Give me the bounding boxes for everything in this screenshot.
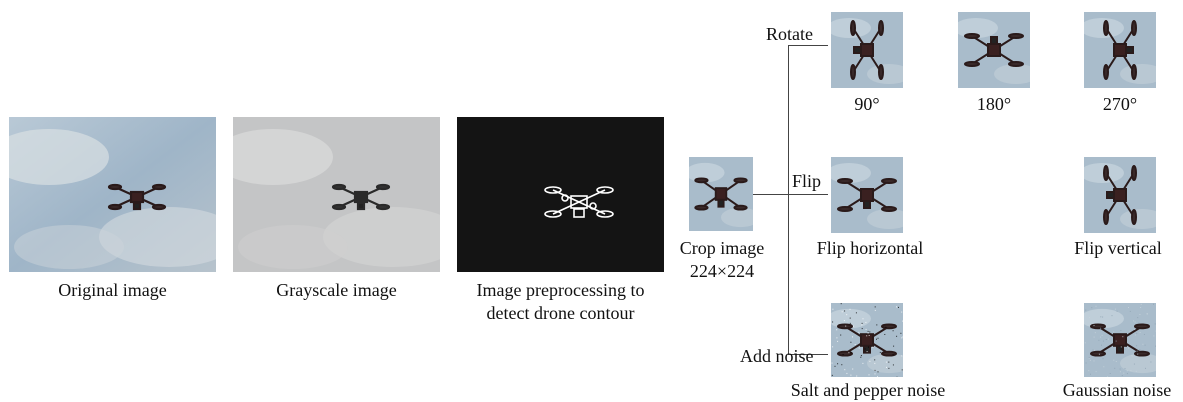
flip-vertical-caption: Flip vertical bbox=[1074, 238, 1162, 258]
flip-label: Flip bbox=[792, 171, 822, 191]
preprocess-caption-line1: Image preprocessing to bbox=[476, 280, 645, 300]
crop-caption-line1: Crop image bbox=[679, 238, 765, 258]
gaussian-noise-image bbox=[1084, 303, 1156, 377]
noise-label: Add noise bbox=[740, 346, 814, 366]
rotate-label: Rotate bbox=[766, 24, 813, 44]
crop-image bbox=[689, 157, 753, 231]
branch-trunk bbox=[788, 45, 789, 354]
preprocess-caption-line2: detect drone contour bbox=[486, 303, 635, 323]
original-image bbox=[9, 117, 216, 272]
rotate-90-caption: 90° bbox=[854, 94, 880, 114]
crop-connector bbox=[753, 194, 789, 195]
rotate-connector bbox=[788, 45, 828, 46]
rotate-180-image bbox=[958, 12, 1030, 88]
flip-connector bbox=[788, 194, 828, 195]
salt-pepper-noise-caption: Salt and pepper noise bbox=[790, 380, 946, 400]
grayscale-image-caption: Grayscale image bbox=[276, 280, 397, 300]
rotate-90-image bbox=[831, 12, 903, 88]
contour-image bbox=[457, 117, 664, 272]
salt-pepper-noise-image bbox=[831, 303, 903, 377]
flip-horizontal-caption: Flip horizontal bbox=[816, 238, 924, 258]
rotate-270-caption: 270° bbox=[1102, 94, 1138, 114]
original-image-caption: Original image bbox=[58, 280, 167, 300]
noise-connector bbox=[788, 354, 828, 355]
rotate-180-caption: 180° bbox=[976, 94, 1012, 114]
crop-caption-line2: 224×224 bbox=[689, 261, 755, 281]
flip-horizontal-image bbox=[831, 157, 903, 233]
grayscale-image bbox=[233, 117, 440, 272]
flip-vertical-image bbox=[1084, 157, 1156, 233]
rotate-270-image bbox=[1084, 12, 1156, 88]
gaussian-noise-caption: Gaussian noise bbox=[1062, 380, 1172, 400]
